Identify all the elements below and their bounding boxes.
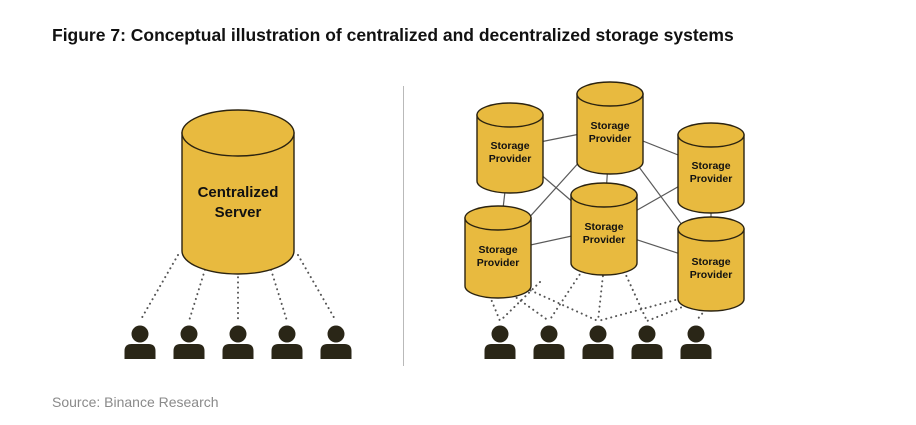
user-icon (631, 325, 663, 359)
figure-source: Source: Binance Research (52, 394, 219, 410)
cylinder-label-line: Provider (589, 133, 632, 145)
user-icon (680, 325, 712, 359)
user-icon (173, 325, 205, 359)
cylinder-label-line: Storage (478, 244, 517, 256)
cylinder-label-line: Provider (583, 234, 626, 246)
cylinder-label-line: Storage (590, 120, 629, 132)
cylinder-label-line: Server (215, 204, 262, 221)
user-icon (533, 325, 565, 359)
user-icon (582, 325, 614, 359)
user-icon (271, 325, 303, 359)
dotted-connection (297, 254, 337, 322)
user-icon (124, 325, 156, 359)
dotted-connection (597, 295, 691, 322)
dotted-connection (499, 281, 541, 322)
cylinder-label-line: Storage (584, 221, 623, 233)
cylinder-label-line: Provider (690, 269, 733, 281)
users (124, 325, 712, 359)
cylinder-label-line: Centralized (198, 184, 279, 201)
cylinder-label-line: Provider (477, 257, 520, 269)
section-divider (403, 86, 404, 366)
cylinder-label-line: Provider (489, 153, 532, 165)
user-icon (222, 325, 254, 359)
cylinder-label-line: Storage (691, 160, 730, 172)
figure-title: Figure 7: Conceptual illustration of cen… (52, 25, 734, 45)
cylinder-label-line: Storage (691, 256, 730, 268)
storage-cylinders: CentralizedServerStorageProviderStorageP… (181, 81, 745, 312)
dotted-connection (548, 261, 589, 322)
cylinder-label-line: Provider (690, 173, 733, 185)
dotted-connection (483, 281, 501, 322)
dotted-connection (139, 254, 179, 322)
user-icon (484, 325, 516, 359)
user-icon (320, 325, 352, 359)
cylinder-label-line: Storage (490, 140, 529, 152)
